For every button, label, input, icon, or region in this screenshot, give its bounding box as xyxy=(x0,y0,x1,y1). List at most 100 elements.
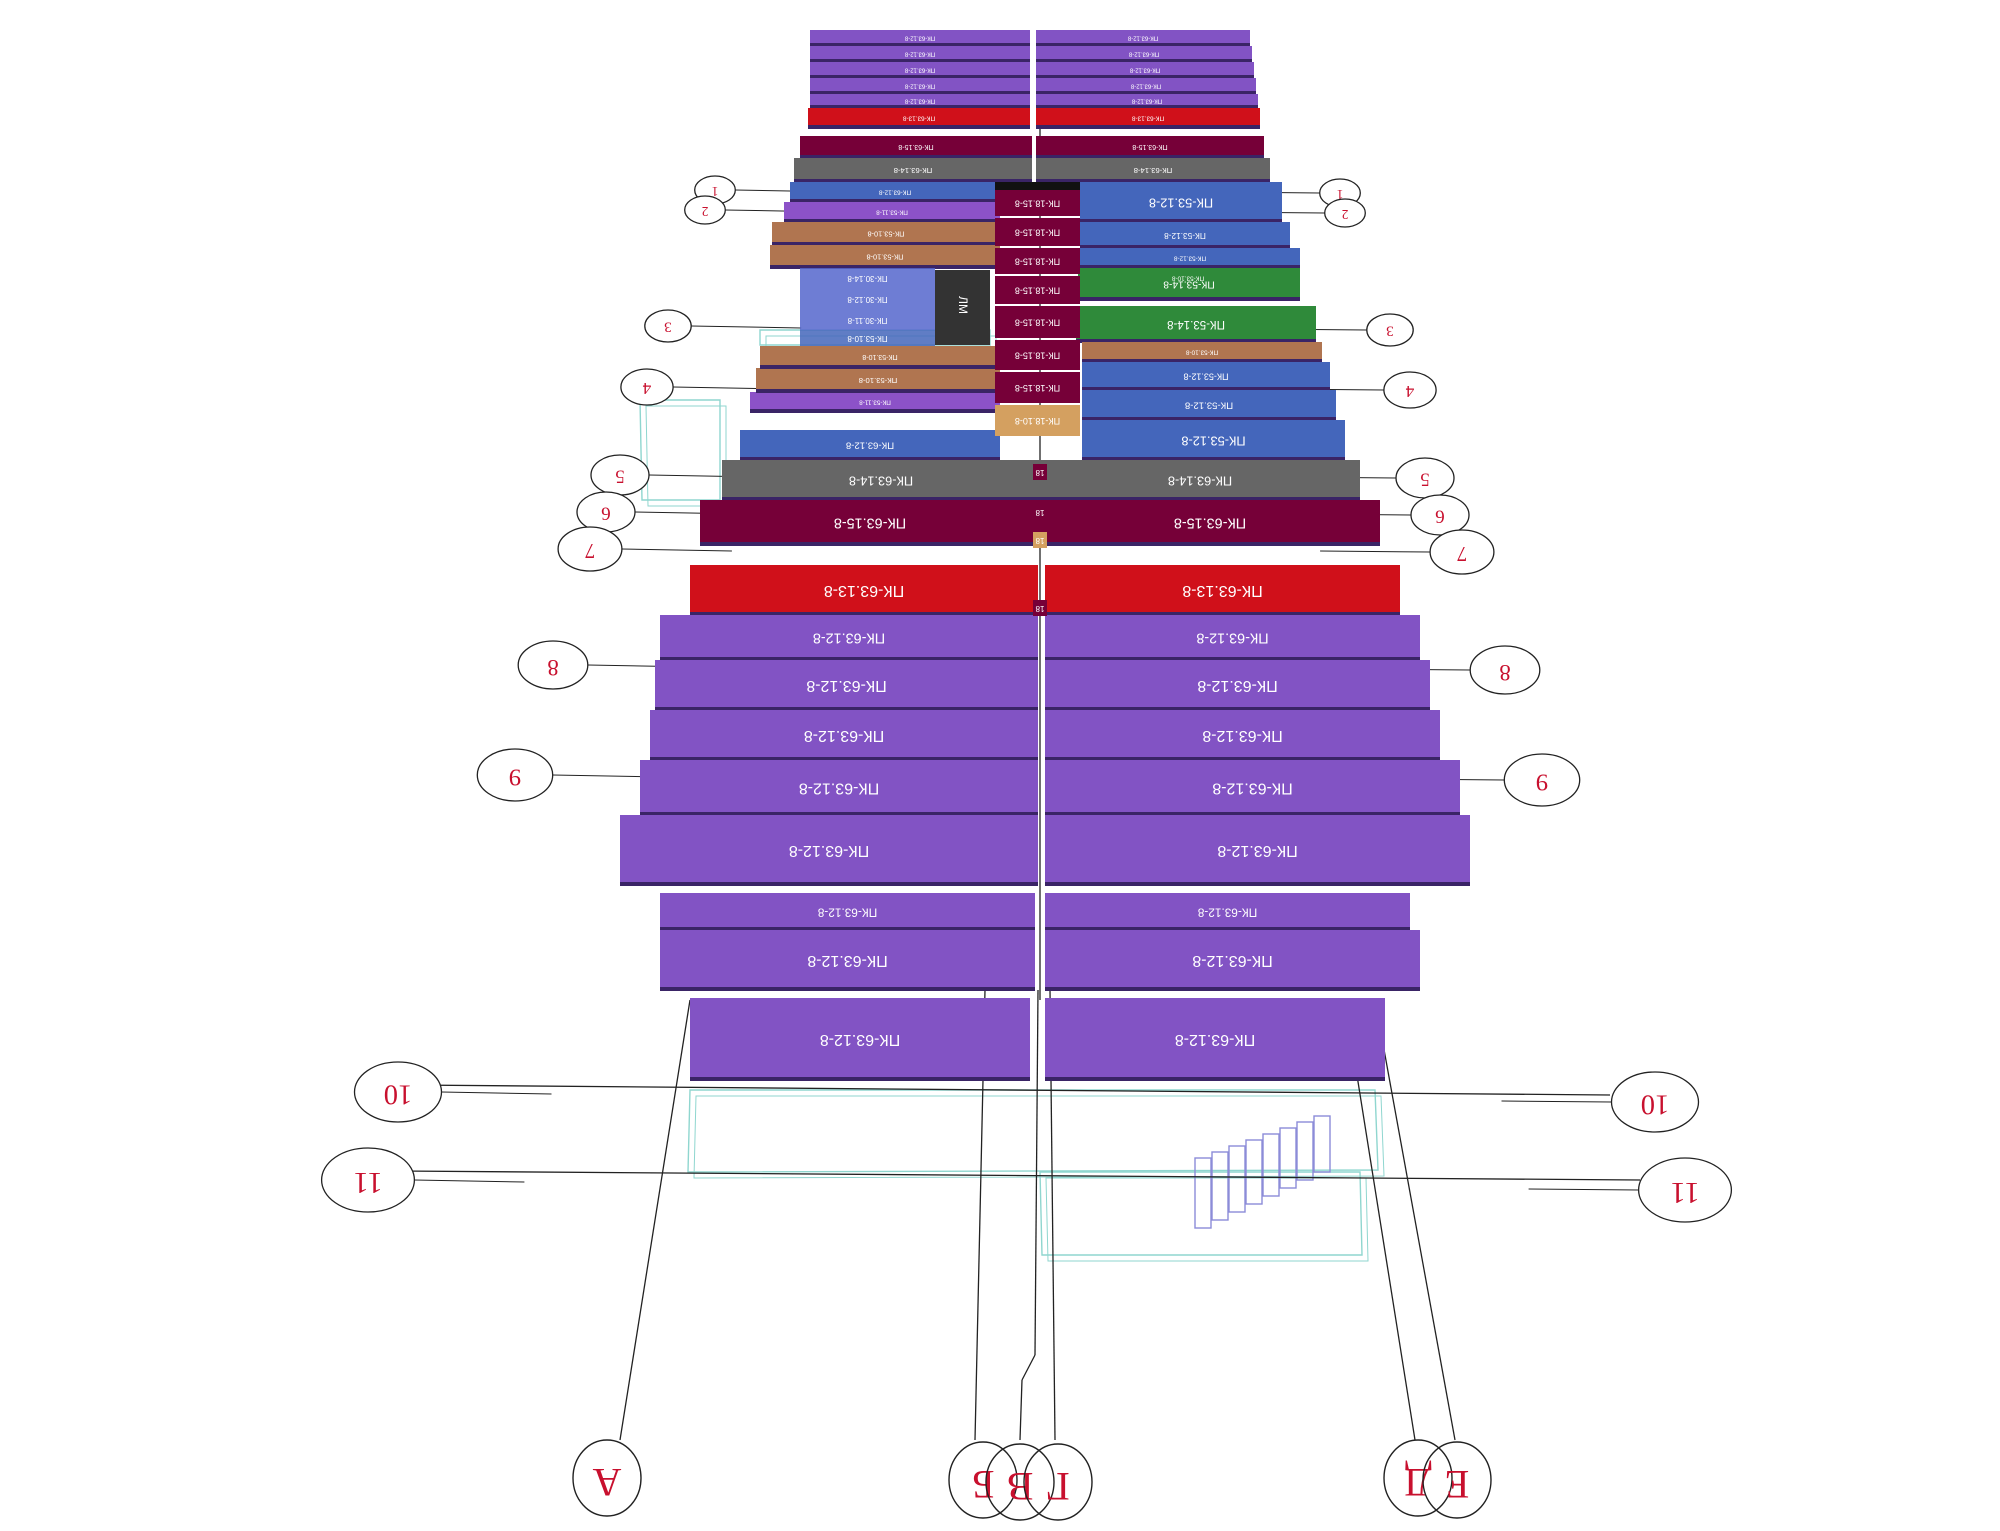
row-axis-label: 9 xyxy=(509,763,521,790)
slab-edge xyxy=(810,91,1030,95)
row-axis-line xyxy=(409,1084,1611,1096)
row-axis-label: 10 xyxy=(1641,1088,1670,1119)
slab-label: ПК-53.10-8 xyxy=(859,376,898,385)
floor-slab xyxy=(1045,565,1400,615)
slab-edge xyxy=(1045,882,1470,886)
corridor-slab xyxy=(995,190,1080,216)
row-axis-tick xyxy=(621,548,732,552)
slab-label: ПК-63.12-8 xyxy=(904,50,935,56)
floor-slab xyxy=(1080,248,1300,268)
axis-bubble xyxy=(1429,529,1495,575)
column-axis-line xyxy=(619,999,691,1441)
slab-label: ПК-63.12-8 xyxy=(1130,82,1161,88)
corridor-slab-label: ПК-18.15-8 xyxy=(1015,286,1060,296)
row-axis-tick xyxy=(414,1179,525,1183)
column-axis-line xyxy=(1019,1379,1023,1441)
row-axis-label: 1 xyxy=(1337,187,1344,202)
floor-slab xyxy=(722,460,1040,500)
slab-label: ПК-63.12-8 xyxy=(820,1031,901,1048)
axis-bubble xyxy=(1383,1439,1453,1517)
ground-outline xyxy=(639,399,721,501)
seam-slab-label: 18 xyxy=(1035,508,1044,517)
floor-slab xyxy=(1082,362,1330,390)
floor-slab xyxy=(756,368,1000,392)
slab-label: ПК-63.14-8 xyxy=(1168,474,1232,489)
slab-edge xyxy=(1045,927,1410,931)
slab-edge xyxy=(1045,612,1400,616)
row-axis-label: 10 xyxy=(384,1078,413,1109)
slab-edge xyxy=(1078,297,1300,301)
slab-label: ПК-63.12-8 xyxy=(1129,66,1160,72)
slab-label: ПК-63.12-8 xyxy=(804,727,885,744)
row-axis-marker-left: 6 xyxy=(576,491,636,533)
stair-step xyxy=(1211,1151,1229,1221)
axis-bubble xyxy=(1503,753,1581,807)
column-axis-line xyxy=(1021,1354,1036,1381)
column-axis-line xyxy=(1034,989,1039,1356)
slab-edge xyxy=(1080,219,1282,223)
column-axis-line xyxy=(1374,999,1456,1441)
slab-label: ПК-63.12-8 xyxy=(1127,34,1158,40)
row-axis-marker-left: 2 xyxy=(684,195,726,225)
slab-edge xyxy=(760,365,1000,369)
slab-label: ПК-53.10-8 xyxy=(868,230,905,239)
slab-label: ПК-63.14-8 xyxy=(894,166,933,175)
row-axis-marker-left: 10 xyxy=(353,1061,443,1123)
slab-label: ПК-53.14-8 xyxy=(1167,318,1225,330)
axis-bubble xyxy=(985,1443,1055,1521)
floor-slab xyxy=(660,615,1038,660)
floor-slab xyxy=(1045,760,1460,815)
slab-edge xyxy=(1036,75,1254,79)
row-axis-marker-right: 5 xyxy=(1395,457,1455,499)
floor-slab xyxy=(1036,158,1270,182)
row-axis-tick xyxy=(441,1091,552,1095)
floor-slab xyxy=(794,158,1032,182)
axis-bubble xyxy=(476,748,554,802)
row-axis-marker-right: 11 xyxy=(1637,1157,1733,1223)
row-axis-tick xyxy=(691,325,802,329)
slab-label: ПК-63.12-8 xyxy=(1192,952,1273,969)
floor-slab xyxy=(1080,182,1282,222)
stair-slab-label: ПК-53.10-8 xyxy=(847,334,888,343)
column-axis-label: Г xyxy=(1046,1464,1069,1509)
floor-slab xyxy=(790,182,1000,202)
floor-slab xyxy=(760,346,1000,368)
column-axis-marker: Е xyxy=(1422,1441,1492,1519)
slab-edge xyxy=(1045,657,1420,661)
floor-slab xyxy=(772,222,1000,245)
slab-edge xyxy=(722,497,1040,501)
slab-edge xyxy=(660,927,1035,931)
row-axis-marker-right: 4 xyxy=(1383,371,1437,409)
slab-edge xyxy=(1080,245,1290,249)
axis-bubble xyxy=(557,526,623,572)
row-axis-tick xyxy=(1501,1100,1612,1103)
slab-label: ПК-53.11-8 xyxy=(876,208,908,215)
row-axis-tick xyxy=(1320,550,1431,553)
slab-label: ПК-63.13-8 xyxy=(1131,114,1164,121)
row-axis-label: 6 xyxy=(1435,506,1445,527)
slab-edge xyxy=(1036,59,1252,63)
row-axis-label: 2 xyxy=(702,204,709,219)
slab-label: ПК-53.12-8 xyxy=(1183,372,1228,382)
stair-step xyxy=(1279,1127,1297,1189)
slab-edge xyxy=(1080,265,1300,269)
slab-edge xyxy=(640,812,1038,816)
slab-edge xyxy=(810,59,1030,63)
slab-edge xyxy=(700,542,1040,546)
corridor-slab-label: ПК-18.15-8 xyxy=(1015,383,1060,393)
axis-bubble xyxy=(320,1147,416,1213)
row-axis-label: 3 xyxy=(1386,323,1394,340)
slab-edge xyxy=(1036,43,1250,47)
ground-outline-layer xyxy=(639,329,1385,1262)
row-axis-label: 6 xyxy=(601,503,611,524)
floor-slab xyxy=(800,136,1032,158)
seam-slab xyxy=(1033,464,1047,480)
slab-label: ПК-63.12-8 xyxy=(807,952,888,969)
slab-label: ПК-53.10-8 xyxy=(1171,274,1204,281)
row-axis-label: 4 xyxy=(642,379,651,398)
row-axis-marker-left: 4 xyxy=(620,368,674,406)
slab-label: ПК-53.14-8 xyxy=(1163,278,1215,289)
slab-label: ПК-53.12-8 xyxy=(1173,254,1206,261)
stair-slab xyxy=(800,310,935,330)
axis-bubble xyxy=(572,1439,642,1517)
